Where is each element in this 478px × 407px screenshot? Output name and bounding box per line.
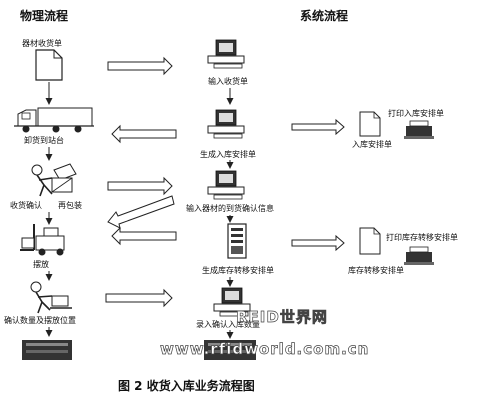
printer-icon bbox=[404, 246, 434, 265]
forklift-icon bbox=[20, 224, 65, 256]
stack-icon bbox=[204, 340, 256, 360]
system-flow-header: 系统流程 bbox=[300, 8, 348, 23]
link-arrow bbox=[111, 226, 177, 246]
output-1-doc-label: 入库安排单 bbox=[352, 139, 392, 149]
physical-step-4-label: 摆放 bbox=[33, 259, 49, 269]
link-arrow bbox=[105, 288, 173, 308]
stack-icon bbox=[22, 340, 72, 360]
document-icon bbox=[35, 49, 63, 81]
watermark-line-2: www.rfidworld.com.cn bbox=[160, 340, 369, 358]
physical-step-1-label: 器材收货单 bbox=[22, 38, 62, 48]
output-arrow bbox=[291, 234, 345, 252]
system-step-4-label: 生成库存转移安排单 bbox=[202, 265, 274, 275]
computer-icon bbox=[207, 170, 245, 200]
computer-icon bbox=[207, 39, 245, 69]
physical-step-3-label-2: 再包装 bbox=[58, 200, 82, 210]
system-step-5-label: 录入确认入库数量 bbox=[196, 319, 260, 329]
link-arrow bbox=[107, 195, 175, 229]
worker-box-icon bbox=[31, 163, 77, 197]
server-icon bbox=[227, 223, 247, 259]
output-2-doc-label: 库存转移安排单 bbox=[348, 265, 404, 275]
link-arrow bbox=[107, 56, 173, 76]
output-1-print-label: 打印入库安排单 bbox=[388, 108, 444, 118]
physical-step-5-label: 确认数量及摆放位置 bbox=[4, 315, 76, 325]
figure-caption: 图 2 收货入库业务流程图 bbox=[118, 378, 255, 393]
link-arrow bbox=[107, 176, 173, 196]
document-icon bbox=[359, 227, 381, 255]
system-step-1-label: 输入收货单 bbox=[208, 76, 248, 86]
truck-icon bbox=[14, 107, 94, 133]
computer-icon bbox=[207, 109, 245, 139]
output-arrow bbox=[291, 118, 345, 136]
worker-pallet-icon bbox=[30, 281, 72, 314]
link-arrow bbox=[111, 124, 177, 144]
computer-icon bbox=[213, 287, 251, 317]
system-step-3-label: 输入器材的到货确认信息 bbox=[186, 203, 274, 213]
document-icon bbox=[359, 111, 381, 137]
system-step-2-label: 生成入库安排单 bbox=[200, 149, 256, 159]
physical-step-3-label: 收货确认 bbox=[10, 200, 42, 210]
printer-icon bbox=[404, 120, 434, 139]
physical-step-2-label: 卸货到站台 bbox=[24, 135, 64, 145]
output-2-print-label: 打印库存转移安排单 bbox=[386, 232, 458, 242]
watermark-line-1: RFID世界网 bbox=[236, 308, 328, 326]
physical-flow-header: 物理流程 bbox=[20, 8, 68, 23]
